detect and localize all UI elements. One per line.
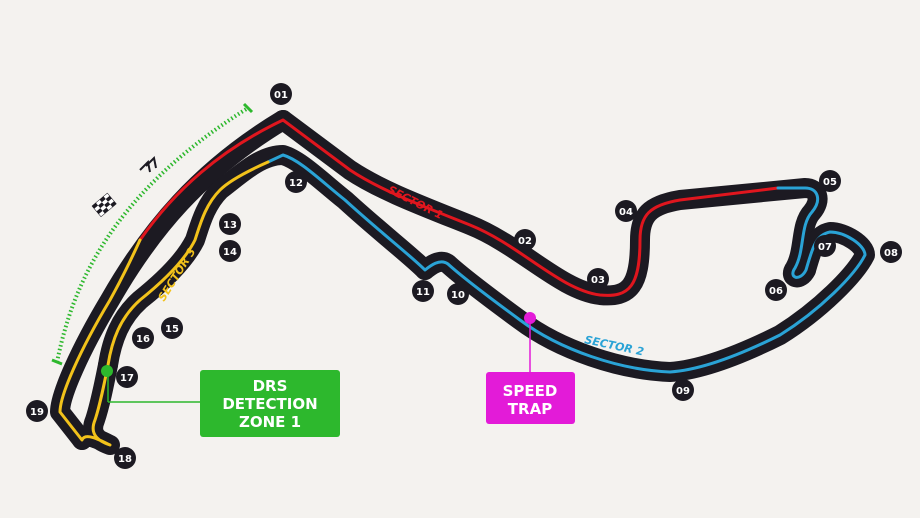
svg-text:11: 11 bbox=[416, 287, 430, 298]
sector-1-line bbox=[138, 118, 780, 297]
svg-text:10: 10 bbox=[451, 290, 465, 301]
svg-text:14: 14 bbox=[223, 247, 237, 258]
turn-03: 03 bbox=[587, 268, 609, 290]
turn-08: 08 bbox=[880, 241, 902, 263]
turn-06: 06 bbox=[765, 279, 787, 301]
svg-text:18: 18 bbox=[118, 454, 132, 465]
svg-text:17: 17 bbox=[120, 373, 134, 384]
turn-19: 19 bbox=[26, 400, 48, 422]
speed-trap-callout: SPEED TRAP bbox=[486, 372, 575, 424]
svg-text:09: 09 bbox=[676, 386, 690, 397]
drs-zone-arc bbox=[55, 106, 250, 363]
drs-line-1: DRS bbox=[253, 377, 288, 395]
svg-text:08: 08 bbox=[884, 248, 898, 259]
svg-text:05: 05 bbox=[823, 177, 837, 188]
chequered-flag-icon bbox=[91, 192, 117, 218]
turn-11: 11 bbox=[412, 280, 434, 302]
track-base bbox=[50, 110, 875, 455]
svg-text:16: 16 bbox=[136, 334, 150, 345]
turn-04: 04 bbox=[615, 200, 637, 222]
svg-text:12: 12 bbox=[289, 178, 303, 189]
svg-text:01: 01 bbox=[274, 90, 288, 101]
speed-trap-line-2: TRAP bbox=[508, 400, 552, 418]
drs-zone-start-mark bbox=[51, 358, 63, 366]
drs-detection-point bbox=[101, 365, 113, 377]
turn-13: 13 bbox=[219, 213, 241, 235]
svg-text:07: 07 bbox=[818, 242, 832, 253]
drs-detection-callout: DRS DETECTION ZONE 1 bbox=[200, 370, 340, 437]
turn-17: 17 bbox=[116, 366, 138, 388]
turn-05: 05 bbox=[819, 170, 841, 192]
turn-02: 02 bbox=[514, 229, 536, 251]
turn-18: 18 bbox=[114, 447, 136, 469]
turn-12: 12 bbox=[285, 171, 307, 193]
drs-line-2: DETECTION bbox=[222, 395, 317, 413]
sector-2-line bbox=[266, 153, 867, 374]
turn-01: 01 bbox=[270, 83, 292, 105]
turn-09: 09 bbox=[672, 379, 694, 401]
svg-text:06: 06 bbox=[769, 286, 783, 297]
turn-10: 10 bbox=[447, 283, 469, 305]
speed-trap-line-1: SPEED bbox=[503, 382, 558, 400]
drs-zone-end-mark bbox=[242, 102, 254, 114]
turn-markers: 01 02 03 04 05 06 07 08 09 10 11 12 13 1… bbox=[26, 83, 902, 469]
drs-line-3: ZONE 1 bbox=[239, 413, 301, 431]
svg-text:03: 03 bbox=[591, 275, 605, 286]
svg-text:02: 02 bbox=[518, 236, 532, 247]
drs-chevrons-icon bbox=[139, 155, 157, 173]
sector-3-line bbox=[58, 160, 270, 447]
svg-text:13: 13 bbox=[223, 220, 237, 231]
svg-text:19: 19 bbox=[30, 407, 44, 418]
speed-trap-point bbox=[524, 312, 536, 324]
turn-14: 14 bbox=[219, 240, 241, 262]
turn-07: 07 bbox=[814, 235, 836, 257]
turn-16: 16 bbox=[132, 327, 154, 349]
svg-text:04: 04 bbox=[619, 207, 633, 218]
svg-text:15: 15 bbox=[165, 324, 179, 335]
turn-15: 15 bbox=[161, 317, 183, 339]
